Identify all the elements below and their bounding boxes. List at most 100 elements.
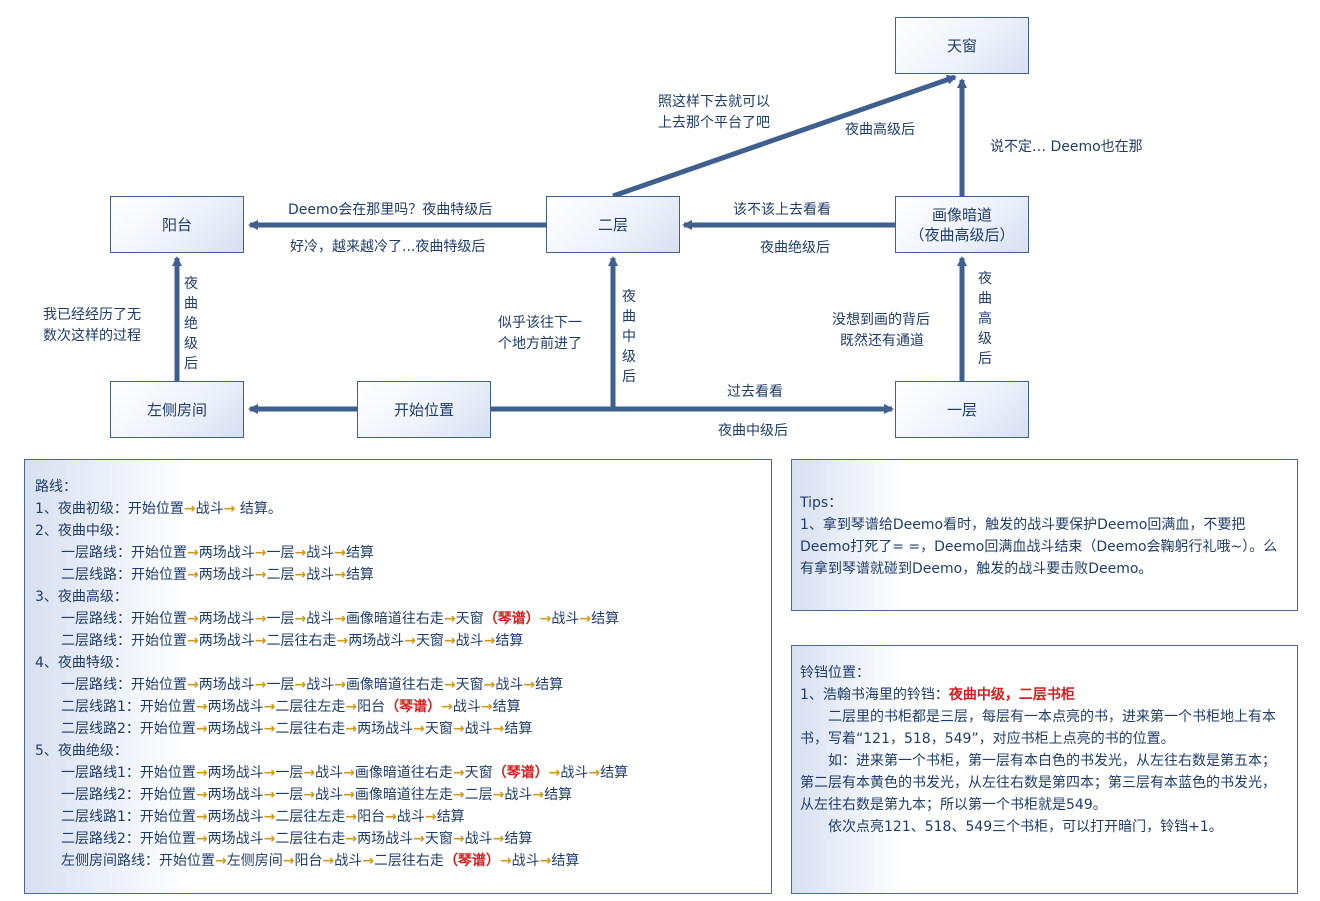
route-step: 二层线路2：开始位置 — [61, 721, 196, 737]
route-step: 阳台 — [357, 809, 386, 825]
edge-label-kaishi-yiceng-top: 过去看看 — [727, 384, 783, 400]
route-line: 3、夜曲高级： — [35, 586, 771, 608]
edge-label-kaishi-erceng-side-2: 个地方前进了 — [498, 336, 582, 352]
route-arrow-icon: → — [492, 721, 505, 737]
route-line: 二层路线2：开始位置→两场战斗→二层往右走→两场战斗→天窗→战斗→结算 — [35, 828, 771, 850]
route-step: 一层 — [275, 787, 304, 803]
route-arrow-icon: → — [483, 633, 496, 649]
route-step: 4、夜曲特级： — [35, 655, 128, 671]
node-erceng-label: 二层 — [597, 215, 628, 234]
route-arrow-icon: → — [294, 677, 307, 693]
arrow-erceng-to-tianchuang — [612, 74, 957, 199]
route-arrow-icon: → — [195, 699, 208, 715]
route-step: 战斗 — [306, 567, 335, 583]
route-line: 一层路线：开始位置→两场战斗→一层→战斗→画像暗道往右走→天窗→战斗→结算 — [35, 674, 771, 696]
route-step: 结算 — [436, 809, 465, 825]
route-arrow-icon: → — [223, 501, 236, 517]
edge-label-yiceng-hua-side-1: 没想到画的背后 — [832, 312, 930, 328]
route-step: 2、夜曲中级： — [35, 523, 128, 539]
route-arrow-icon: → — [452, 787, 465, 803]
route-arrow-icon: → — [443, 633, 456, 649]
edge-label-hua-erceng-bottom: 夜曲绝级后 — [760, 240, 830, 256]
route-arrow-icon: → — [187, 633, 199, 649]
route-step: 战斗 — [464, 831, 493, 847]
route-arrow-icon: → — [404, 633, 416, 649]
route-arrow-icon: → — [452, 765, 465, 781]
route-step: 两场战斗 — [207, 809, 264, 825]
route-line: 1、夜曲初级：开始位置→战斗→ 结算。 — [35, 498, 771, 520]
routes-panel: 路线： 1、夜曲初级：开始位置→战斗→ 结算。2、夜曲中级：一层路线：开始位置→… — [24, 459, 772, 894]
route-step: 画像暗道往右走 — [345, 611, 444, 627]
route-step: 结算 — [551, 853, 580, 869]
route-step: 一层路线：开始位置 — [61, 677, 187, 693]
route-step: 3、夜曲高级： — [35, 589, 128, 605]
route-step: 结算 — [345, 567, 374, 583]
route-step: 二层 — [266, 567, 295, 583]
edge-label-erceng-tian-2: 上去那个平台了吧 — [658, 115, 770, 131]
route-arrow-icon: → — [263, 765, 276, 781]
route-step: 天窗 — [464, 765, 493, 781]
route-line: 一层路线：开始位置→两场战斗→一层→战斗→画像暗道往右走→天窗（琴谱）→战斗→结… — [35, 608, 771, 630]
route-arrow-icon: → — [345, 809, 358, 825]
route-arrow-icon: → — [499, 853, 512, 869]
route-step: 左侧房间 — [226, 853, 283, 869]
route-step: 画像暗道往右走 — [345, 677, 444, 693]
route-arrow-icon: → — [483, 677, 496, 693]
route-step: 两场战斗 — [207, 787, 264, 803]
route-arrow-icon: → — [452, 831, 465, 847]
node-yangtai-label: 阳台 — [161, 215, 192, 234]
route-step: 二层 — [464, 787, 493, 803]
route-step: 阳台 — [357, 699, 386, 715]
route-step: 两场战斗 — [207, 831, 264, 847]
route-line: 5、夜曲绝级： — [35, 740, 771, 762]
route-arrow-icon: → — [334, 545, 346, 561]
node-huaxiang: 画像暗道 （夜曲高级后） — [895, 196, 1029, 253]
bells-para-2-text: 如：进来第一个书柜，第一层有本白色的书发光，从左往右数是第五本；第二层有本黄色的… — [800, 753, 1276, 813]
route-step: 两场战斗 — [207, 699, 264, 715]
route-arrow-icon: → — [195, 765, 208, 781]
route-arrow-icon: → — [254, 677, 267, 693]
route-arrow-icon: → — [195, 787, 208, 803]
node-tianchuang: 天窗 — [895, 17, 1029, 74]
route-step: 战斗 — [315, 787, 344, 803]
route-arrow-icon: → — [254, 567, 267, 583]
route-arrow-icon: → — [343, 787, 355, 803]
route-arrow-icon: → — [345, 721, 358, 737]
route-step: 两场战斗 — [207, 721, 264, 737]
route-arrow-icon: → — [539, 611, 552, 627]
node-erceng: 二层 — [546, 196, 680, 253]
route-step: 一层路线：开始位置 — [61, 611, 187, 627]
route-arrow-icon: → — [303, 787, 316, 803]
bells-panel: 铃铛位置： 1、浩翰书海里的铃铛：夜曲中级，二层书柜 二层里的书柜都是三层，每层… — [791, 645, 1298, 894]
edge-label-erceng-tian-1: 照这样下去就可以 — [658, 94, 770, 110]
route-arrow-icon: → — [492, 831, 505, 847]
route-line: 二层路线：开始位置→两场战斗→二层往右走→两场战斗→天窗→战斗→结算 — [35, 630, 771, 652]
node-yiceng-label: 一层 — [946, 400, 977, 419]
route-highlight: （琴谱） — [443, 853, 500, 869]
route-step: 战斗 — [455, 633, 484, 649]
route-arrow-icon: → — [187, 545, 199, 561]
node-huaxiang-label-2: （夜曲高级后） — [909, 225, 1015, 244]
route-line: 二层线路1：开始位置→两场战斗→二层往左走→阳台（琴谱）→战斗→结算 — [35, 696, 771, 718]
route-arrow-icon: → — [334, 611, 346, 627]
route-step: 天窗 — [455, 677, 484, 693]
node-yangtai: 阳台 — [110, 196, 244, 253]
route-line: 二层线路1：开始位置→两场战斗→二层往左走→阳台→战斗→结算 — [35, 806, 771, 828]
route-step: 天窗 — [415, 633, 444, 649]
route-arrow-icon: → — [263, 699, 276, 715]
route-arrow-icon: → — [187, 677, 199, 693]
edge-label-kaishi-erceng-vertical: 夜曲中级后 — [622, 289, 636, 385]
route-step: 二层往右走 — [275, 721, 346, 737]
route-step: 1、夜曲初级：开始位置 — [35, 501, 184, 517]
bells-para-1: 二层里的书柜都是三层，每层有一本点亮的书，进来第一个书柜地上有本书，写着“121… — [800, 706, 1283, 750]
route-step: 阳台 — [294, 853, 323, 869]
node-tianchuang-label: 天窗 — [946, 36, 977, 55]
edge-label-erceng-yangtai-bottom: 好冷，越来越冷了...夜曲特级后 — [290, 239, 486, 255]
route-step: 两场战斗 — [198, 545, 255, 561]
node-kaishi-label: 开始位置 — [393, 400, 454, 419]
route-step: 战斗 — [464, 721, 493, 737]
node-kaishi: 开始位置 — [357, 381, 491, 438]
route-arrow-icon: → — [263, 831, 276, 847]
route-step: 战斗 — [452, 699, 481, 715]
